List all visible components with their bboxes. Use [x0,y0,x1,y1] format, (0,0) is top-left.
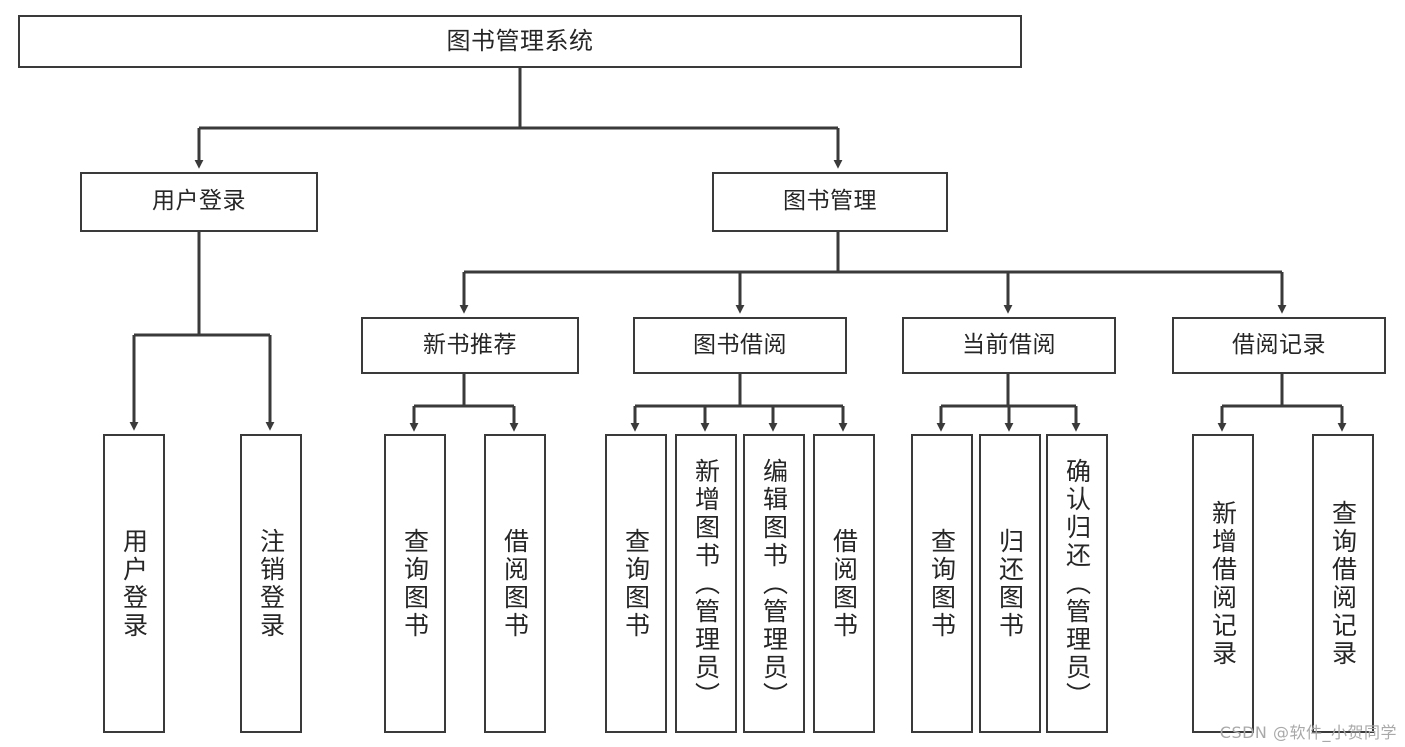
node-book-manage[interactable]: 图书管理 [712,172,948,232]
node-borrow-record[interactable]: 借阅记录 [1172,317,1386,374]
node-leaf-query-book-2-label: 查询图书 [621,527,651,640]
node-user-login[interactable]: 用户登录 [80,172,318,232]
node-leaf-query-book-1[interactable]: 查询图书 [384,434,446,733]
node-leaf-edit-book[interactable]: 编辑图书（管理员） [743,434,805,733]
node-leaf-user-login[interactable]: 用户登录 [103,434,165,733]
node-leaf-confirm-return[interactable]: 确认归还（管理员） [1046,434,1108,733]
node-leaf-add-book[interactable]: 新增图书（管理员） [675,434,737,733]
node-root[interactable]: 图书管理系统 [18,15,1022,68]
node-leaf-return-book[interactable]: 归还图书 [979,434,1041,733]
node-book-borrow-label: 图书借阅 [693,331,787,358]
node-leaf-query-book-2[interactable]: 查询图书 [605,434,667,733]
node-current-borrow[interactable]: 当前借阅 [902,317,1116,374]
node-new-book-recommend-label: 新书推荐 [423,331,517,358]
node-leaf-user-logout[interactable]: 注销登录 [240,434,302,733]
node-leaf-query-book-1-label: 查询图书 [400,527,430,640]
node-leaf-return-book-label: 归还图书 [995,527,1025,640]
node-leaf-query-book-3-label: 查询图书 [927,527,957,640]
node-leaf-borrow-book-2[interactable]: 借阅图书 [813,434,875,733]
node-user-login-label: 用户登录 [152,188,246,215]
csdn-watermark: CSDN @软件_小贺同学 [1219,723,1397,742]
node-leaf-borrow-book-1-label: 借阅图书 [500,527,530,640]
node-leaf-edit-book-label: 编辑图书（管理员） [759,457,789,710]
node-current-borrow-label: 当前借阅 [962,331,1056,358]
node-leaf-borrow-book-2-label: 借阅图书 [829,527,859,640]
node-leaf-query-record[interactable]: 查询借阅记录 [1312,434,1374,733]
node-book-manage-label: 图书管理 [783,188,877,215]
node-borrow-record-label: 借阅记录 [1232,331,1326,358]
node-leaf-user-login-label: 用户登录 [119,527,149,640]
node-leaf-query-book-3[interactable]: 查询图书 [911,434,973,733]
node-leaf-confirm-return-label: 确认归还（管理员） [1062,457,1092,710]
node-new-book-recommend[interactable]: 新书推荐 [361,317,579,374]
node-leaf-add-record[interactable]: 新增借阅记录 [1192,434,1254,733]
node-leaf-borrow-book-1[interactable]: 借阅图书 [484,434,546,733]
node-root-label: 图书管理系统 [446,27,594,56]
node-leaf-add-record-label: 新增借阅记录 [1208,499,1238,668]
node-leaf-user-logout-label: 注销登录 [256,527,286,640]
node-book-borrow[interactable]: 图书借阅 [633,317,847,374]
node-leaf-add-book-label: 新增图书（管理员） [691,457,721,710]
node-leaf-query-record-label: 查询借阅记录 [1328,499,1358,668]
